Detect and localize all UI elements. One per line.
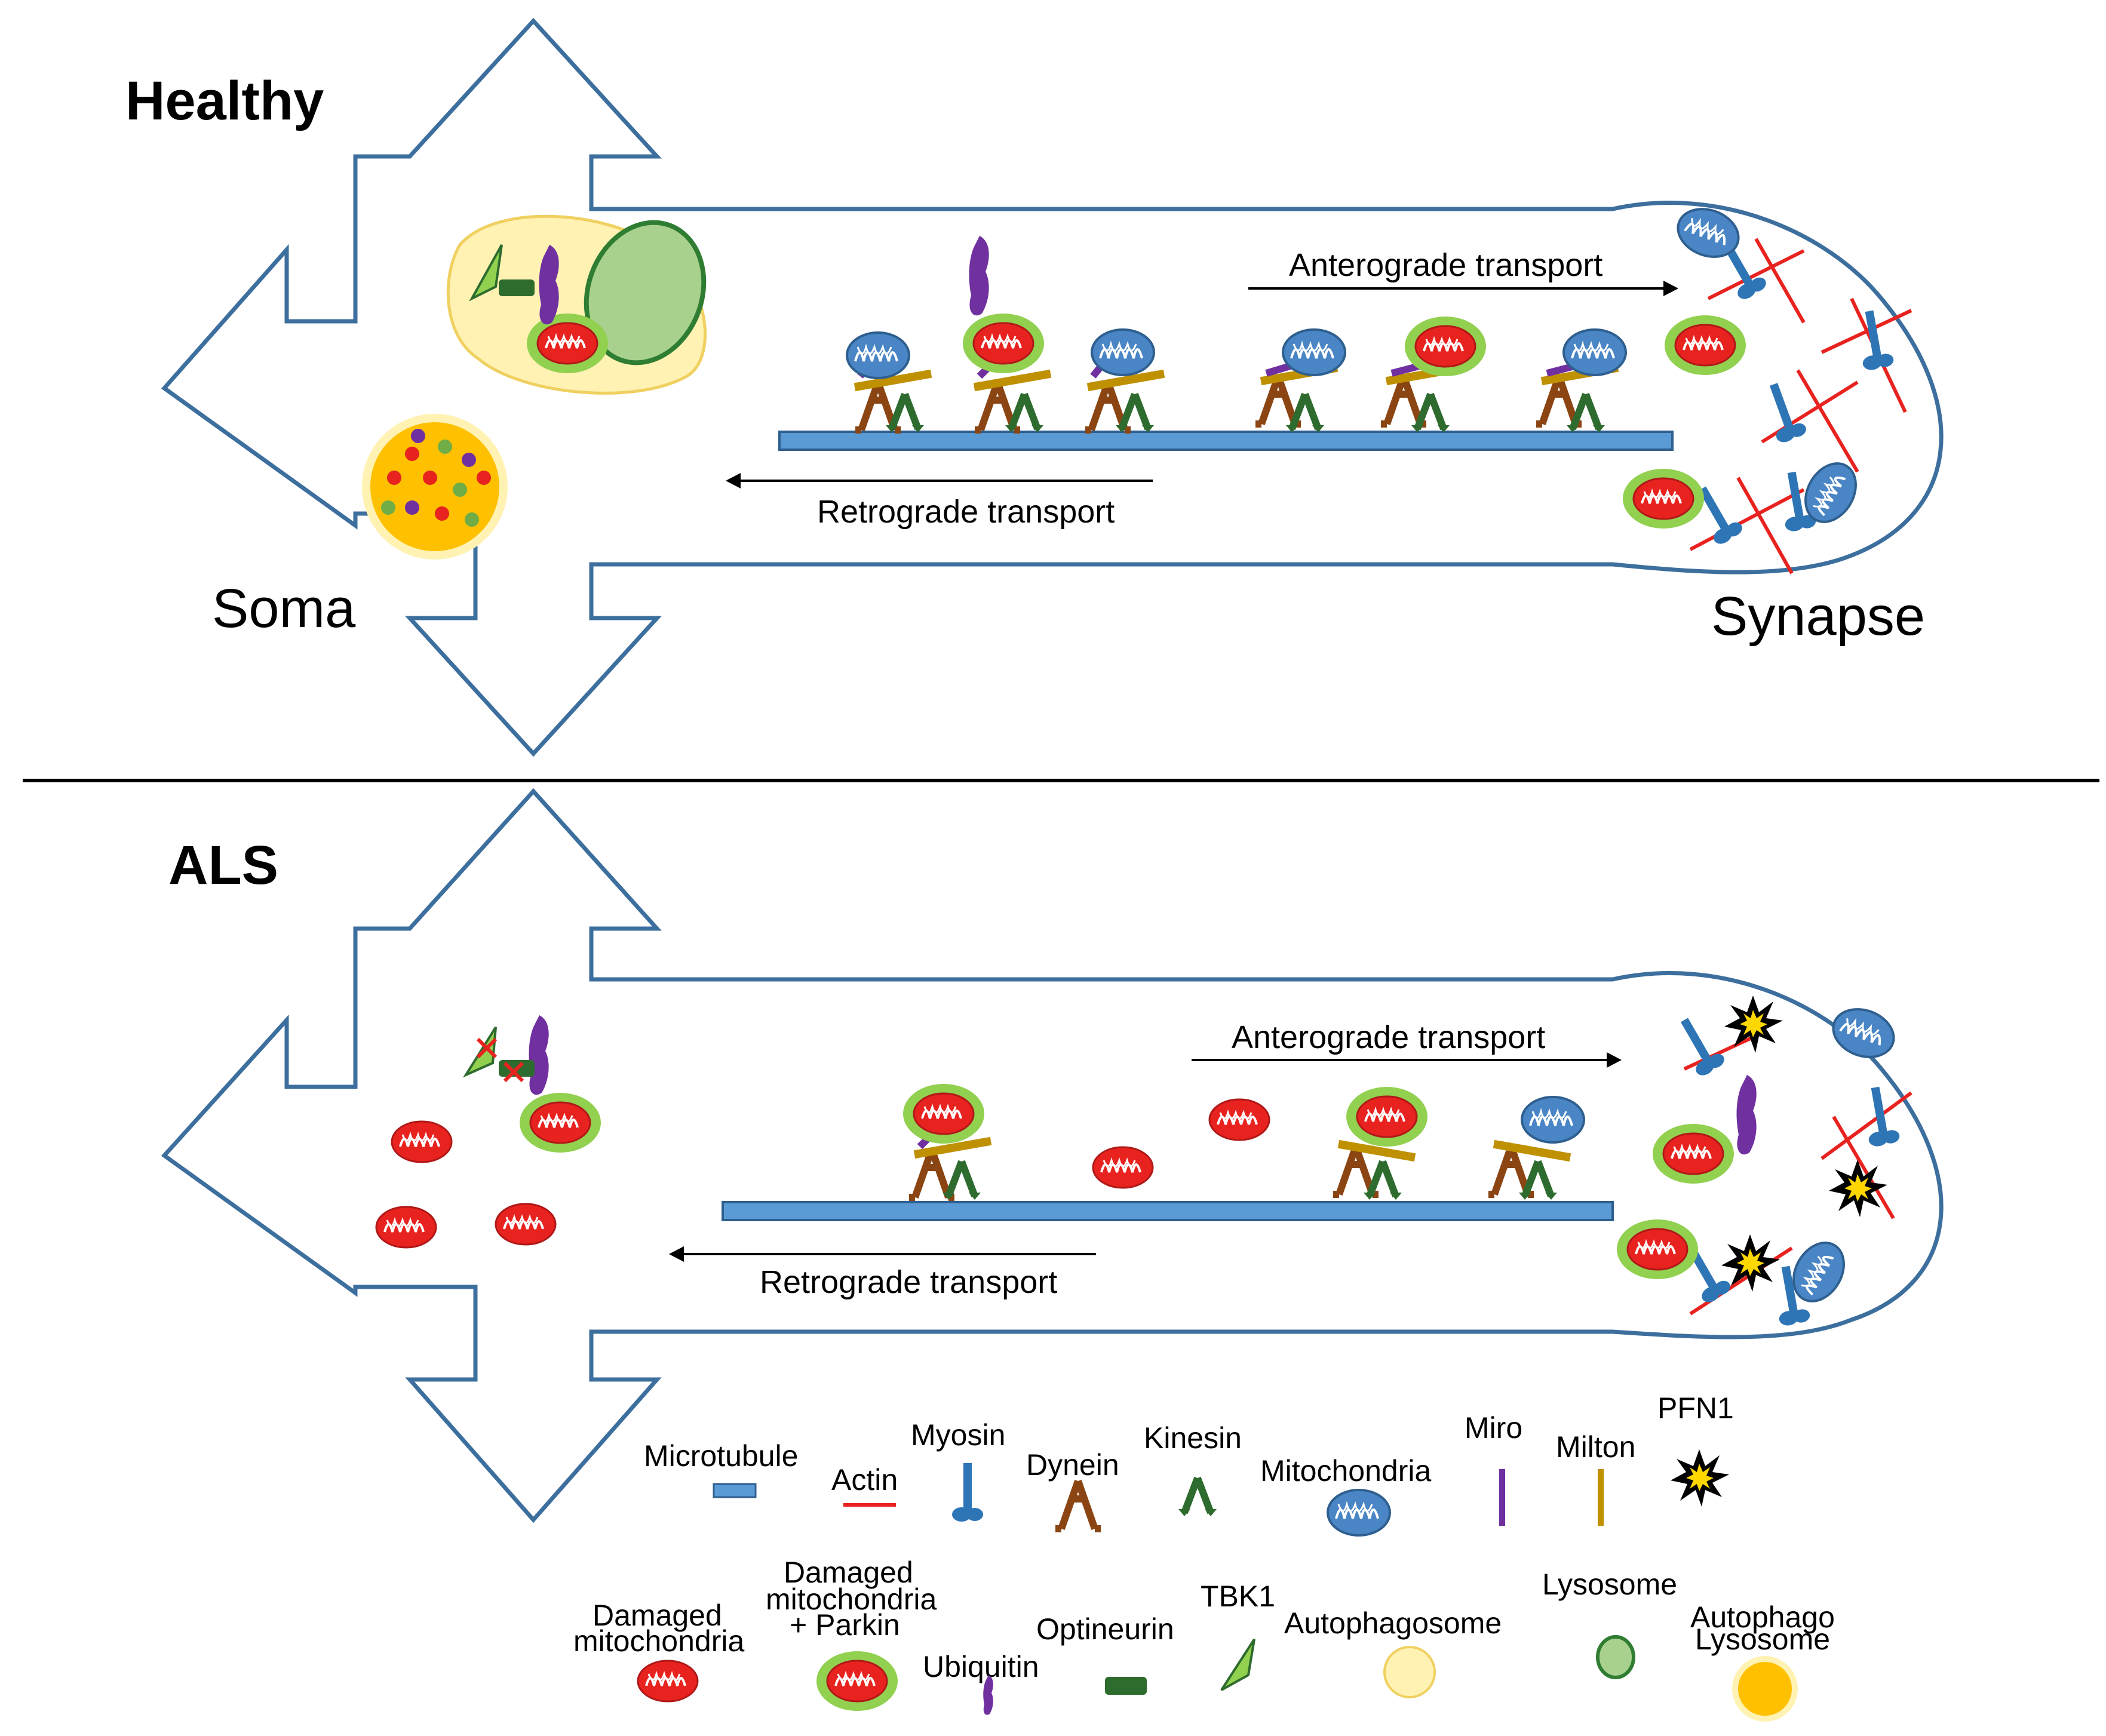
legend-myosin-icon — [952, 1463, 983, 1522]
als-heading: ALS — [168, 835, 278, 896]
healthy-motor-complex — [1255, 328, 1346, 432]
legend-dynein-icon — [1055, 1481, 1101, 1529]
als-motor-complex — [1333, 1087, 1427, 1200]
healthy-motor-complex — [1085, 328, 1165, 432]
als-synapse-damaged-mito-parkin — [1617, 1219, 1698, 1279]
healthy-synapse-damaged-mito-parkin — [1665, 315, 1746, 375]
healthy-panel: Healthy — [125, 17, 1944, 757]
legend-milton-label: Milton — [1556, 1430, 1635, 1464]
legend-microtubule-label: Microtubule — [644, 1439, 798, 1473]
healthy-soma-damaged-mito-parkin — [527, 314, 608, 373]
legend-lysosome-label: Lysosome — [1542, 1568, 1677, 1601]
legend-optineurin-label: Optineurin — [1036, 1612, 1174, 1646]
legend-pfn1-icon — [1671, 1449, 1729, 1507]
healthy-microtubule — [778, 431, 1674, 451]
healthy-motor-complex — [963, 236, 1052, 432]
als-neuron-outline — [161, 788, 1944, 1523]
als-synapse-damaged-mito-parkin — [1653, 1124, 1734, 1184]
legend-damaged-parkin-icon — [816, 1651, 898, 1711]
legend-microtubule-swatch — [713, 1483, 757, 1498]
healthy-autolysosome — [362, 414, 508, 560]
legend-kinesin-icon — [1178, 1478, 1217, 1516]
soma-label: Soma — [212, 578, 356, 639]
legend-autolysosome-label-2: Lysosome — [1695, 1623, 1830, 1656]
healthy-neuron-outline — [161, 17, 1944, 757]
legend-damaged-mito-icon — [637, 1660, 699, 1703]
healthy-synapse-damaged-mito-parkin — [1623, 469, 1704, 529]
healthy-retrograde-label: Retrograde transport — [817, 494, 1115, 530]
legend-lysosome-icon — [1596, 1635, 1635, 1679]
legend-damaged-mito-label-2: mitochondria — [573, 1624, 744, 1658]
legend-damaged-mito-label-1: Damaged — [592, 1599, 722, 1632]
als-soma-damaged-mito — [375, 1206, 437, 1249]
legend-tbk1-icon — [1220, 1638, 1255, 1691]
legend-mitochondria-icon — [1327, 1489, 1391, 1537]
legend-damaged-parkin-label-2: mitochondria — [766, 1583, 937, 1616]
legend-damaged-parkin-label-3: + Parkin — [790, 1608, 900, 1642]
als-motor-complex — [1488, 1096, 1585, 1200]
legend-actin-label: Actin — [831, 1463, 898, 1497]
als-soma-damaged-mito — [495, 1203, 557, 1246]
als-anterograde-label: Anterograde transport — [1232, 1019, 1545, 1055]
als-soma-damaged-mito — [391, 1120, 453, 1163]
als-motor-complex — [903, 1084, 992, 1200]
healthy-soma-tbk1 — [469, 244, 503, 302]
als-panel: ALS — [161, 788, 1944, 1523]
als-detached-mito — [1208, 1098, 1270, 1141]
als-soma-damaged-mito-parkin — [520, 1093, 601, 1153]
als-retrograde-label: Retrograde transport — [760, 1264, 1057, 1300]
healthy-motor-complex — [1536, 328, 1627, 432]
healthy-lysosome — [584, 220, 707, 365]
legend-ubiquitin-label: Ubiquitin — [923, 1650, 1039, 1683]
legend-miro-label: Miro — [1465, 1411, 1522, 1445]
als-detached-mito — [1092, 1146, 1154, 1189]
legend-kinesin-label: Kinesin — [1144, 1421, 1242, 1455]
legend-autolysosome-label-1: Autophago — [1690, 1600, 1835, 1634]
legend-autolysosome-icon — [1732, 1656, 1798, 1722]
legend-myosin-label: Myosin — [911, 1418, 1005, 1452]
legend-tbk1-label: TBK1 — [1201, 1580, 1275, 1613]
legend-dynein-label: Dynein — [1026, 1448, 1119, 1482]
healthy-motor-complex — [846, 331, 932, 432]
legend-autophagosome-icon — [1383, 1646, 1436, 1698]
als-soma-blocked-icon — [476, 1037, 524, 1083]
legend-pfn1-label: PFN1 — [1657, 1391, 1734, 1425]
healthy-autolysosome-contents — [381, 429, 491, 527]
als-microtubule — [722, 1201, 1614, 1221]
legend-autophagosome-label: Autophagosome — [1284, 1606, 1502, 1640]
legend-optineurin-swatch — [1105, 1677, 1147, 1695]
legend: Microtubule Actin Myosin Dynein Kinesin … — [573, 1391, 1835, 1722]
healthy-soma-optineurin — [499, 279, 535, 296]
legend-damaged-parkin-label-1: Damaged — [784, 1556, 913, 1589]
healthy-heading: Healthy — [125, 70, 324, 131]
healthy-motor-complex — [1381, 317, 1486, 432]
als-soma-tbk1 — [462, 1026, 497, 1078]
healthy-anterograde-label: Anterograde transport — [1289, 247, 1602, 283]
synapse-label: Synapse — [1711, 586, 1925, 647]
legend-mitochondria-label: Mitochondria — [1260, 1454, 1431, 1488]
